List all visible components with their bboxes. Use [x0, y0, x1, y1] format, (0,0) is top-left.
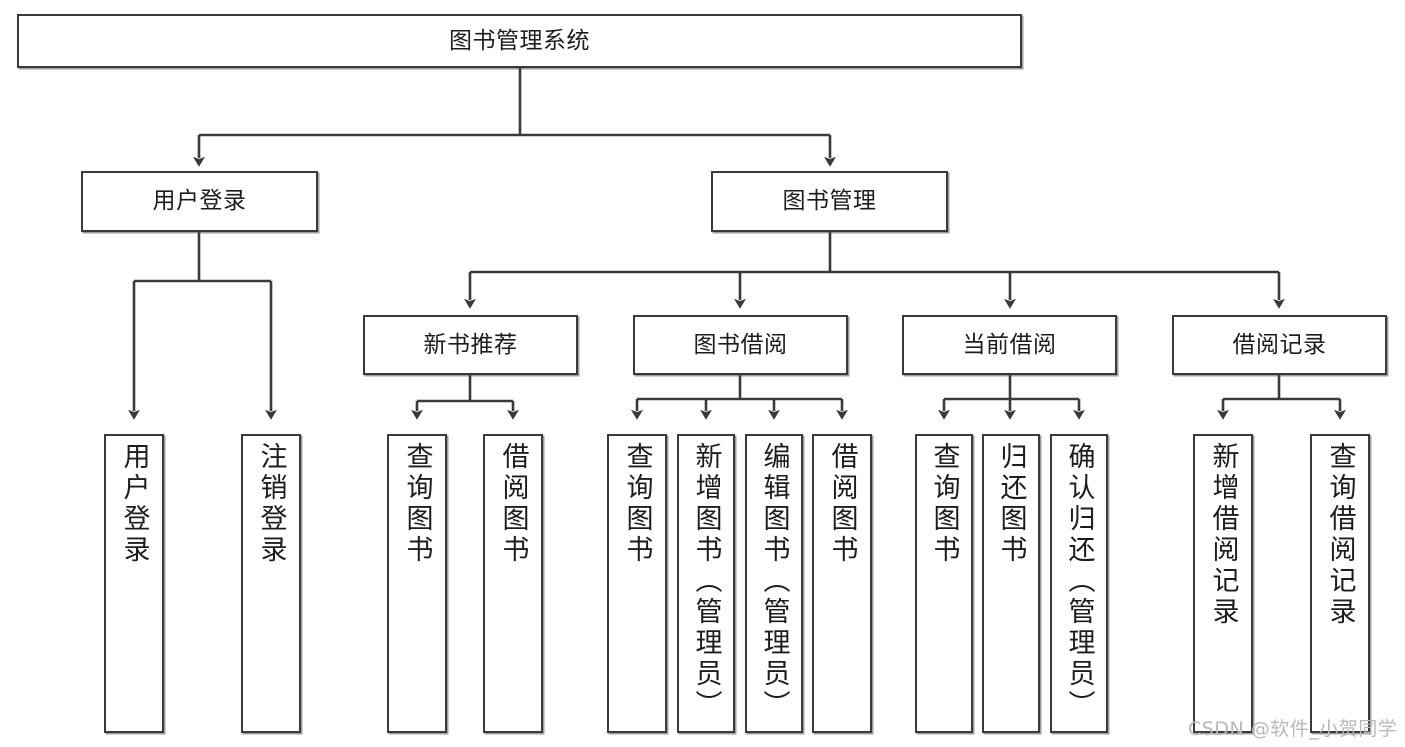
- node-current-borrow[interactable]: 当前借阅: [902, 315, 1117, 375]
- node-label: 图书借阅: [693, 331, 788, 358]
- node-label: 图书管理系统: [449, 27, 590, 54]
- leaf-record-add-record[interactable]: 新增借阅记录: [1193, 434, 1253, 733]
- node-label: 确认归还（管理员）: [1063, 442, 1095, 721]
- node-label: 注销登录: [255, 442, 287, 566]
- leaf-current-confirm-return-admin[interactable]: 确认归还（管理员）: [1050, 434, 1108, 733]
- leaf-recommend-borrow-book[interactable]: 借阅图书: [483, 434, 543, 733]
- node-label: 编辑图书（管理员）: [758, 442, 790, 721]
- node-label: 查询图书: [621, 442, 653, 566]
- leaf-recommend-query-book[interactable]: 查询图书: [387, 434, 447, 733]
- leaf-borrow-borrow-book[interactable]: 借阅图书: [812, 434, 872, 733]
- node-label: 新书推荐: [423, 331, 518, 358]
- leaf-borrow-add-book-admin[interactable]: 新增图书（管理员）: [677, 434, 735, 733]
- node-label: 图书管理: [782, 188, 877, 215]
- node-label: 借阅图书: [497, 442, 529, 566]
- node-label: 用户登录: [118, 442, 150, 566]
- node-label: 借阅图书: [826, 442, 858, 566]
- leaf-current-query-book[interactable]: 查询图书: [915, 434, 973, 733]
- leaf-record-query-record[interactable]: 查询借阅记录: [1310, 434, 1370, 733]
- node-label: 用户登录: [152, 188, 247, 215]
- node-label: 新增借阅记录: [1207, 442, 1239, 628]
- leaf-user-login[interactable]: 用户登录: [104, 434, 164, 733]
- watermark-text: CSDN @软件_小贺同学: [1188, 718, 1398, 740]
- node-label: 查询图书: [401, 442, 433, 566]
- node-label: 当前借阅: [962, 331, 1057, 358]
- node-user-login[interactable]: 用户登录: [81, 171, 318, 232]
- node-label: 借阅记录: [1232, 331, 1327, 358]
- leaf-current-return-book[interactable]: 归还图书: [982, 434, 1040, 733]
- node-label: 查询图书: [928, 442, 960, 566]
- node-label: 查询借阅记录: [1324, 442, 1356, 628]
- leaf-borrow-query-book[interactable]: 查询图书: [607, 434, 667, 733]
- leaf-logout-login[interactable]: 注销登录: [241, 434, 301, 733]
- node-label: 新增图书（管理员）: [690, 442, 722, 721]
- node-book-borrow[interactable]: 图书借阅: [633, 315, 848, 375]
- node-root-system[interactable]: 图书管理系统: [17, 14, 1022, 68]
- node-label: 归还图书: [995, 442, 1027, 566]
- node-new-book-recommend[interactable]: 新书推荐: [363, 315, 578, 375]
- leaf-borrow-edit-book-admin[interactable]: 编辑图书（管理员）: [745, 434, 803, 733]
- node-borrow-record[interactable]: 借阅记录: [1172, 315, 1387, 375]
- node-book-management[interactable]: 图书管理: [711, 171, 948, 232]
